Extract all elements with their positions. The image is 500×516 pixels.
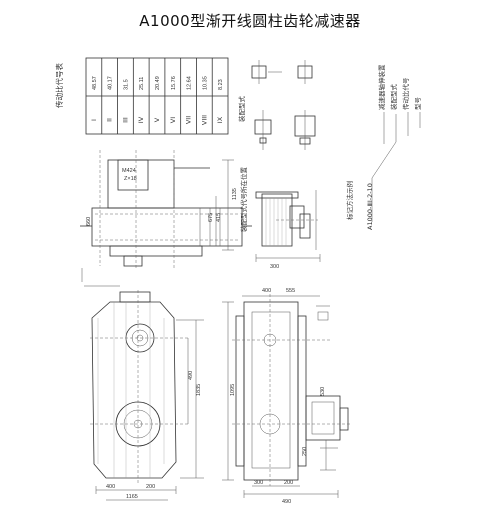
- dim-200b: 200: [284, 480, 293, 486]
- dim-530: 530: [320, 387, 326, 396]
- marking-example: [371, 112, 421, 222]
- ratio-code: IV: [137, 116, 145, 123]
- marking-note-2: 装配型式: [389, 84, 398, 111]
- marking-example-text: A1000-ⅢⅠ-2-10: [366, 183, 374, 230]
- mount-location-view: [255, 190, 321, 262]
- ratio-value: 15.76: [171, 76, 177, 90]
- dim-300: 300: [270, 264, 279, 270]
- plan-view: [222, 294, 350, 498]
- ratio-value: 10.35: [202, 76, 208, 90]
- dim-250: 250: [302, 447, 308, 456]
- ratio-value: 25.11: [139, 77, 145, 90]
- dim-400: 400: [106, 484, 115, 490]
- ratio-value: 40.17: [108, 76, 114, 90]
- svg-text:M424: M424: [122, 168, 136, 174]
- dim-300b: 300: [254, 480, 263, 486]
- ratio-value: 48.57: [92, 76, 98, 90]
- marking-note-3: 传动比代号: [401, 77, 410, 110]
- ratio-code: VII: [185, 116, 193, 124]
- ratio-code: IX: [216, 116, 224, 123]
- ratio-value: 20.49: [155, 76, 161, 90]
- marking-label: 标记方法示例: [345, 181, 354, 220]
- dim-1095: 1095: [230, 384, 236, 396]
- dim-415: 415: [216, 213, 222, 222]
- dim-490b: 490: [282, 499, 291, 505]
- marking-note-1: 减速器轴伸装置: [377, 64, 386, 110]
- dim-1165: 1165: [126, 494, 138, 500]
- end-view: [90, 290, 204, 501]
- dim-400e: 400: [262, 288, 271, 294]
- ratio-code: VIII: [200, 115, 208, 125]
- ratio-code: II: [106, 118, 114, 122]
- side-elevation-view: M424 Z×18: [80, 150, 252, 287]
- dim-675: 675: [208, 213, 214, 222]
- ratio-value: 31.5: [123, 79, 129, 90]
- page-title: A1000型渐开线圆柱齿轮减速器: [139, 12, 361, 30]
- ratio-value: 12.64: [187, 76, 193, 90]
- dim-490: 490: [188, 371, 194, 380]
- svg-text:Z×18: Z×18: [124, 176, 137, 182]
- ratio-code: III: [121, 117, 129, 123]
- assembly-sketches: [251, 60, 316, 150]
- ratio-value: 8.23: [218, 79, 224, 90]
- dim-200: 200: [146, 484, 155, 490]
- dim-555: 555: [286, 288, 295, 294]
- ratio-code: VI: [169, 117, 177, 123]
- marking-note-4: 型号: [413, 97, 422, 111]
- dim-1835: 1835: [196, 384, 202, 396]
- ratio-code: I: [90, 119, 98, 121]
- assembly-label: 装配型式: [237, 96, 246, 123]
- mount-label: 装配型式代号所在位置: [239, 167, 248, 233]
- ratio-table-caption: 传动比代号表: [54, 63, 64, 108]
- dim-660: 660: [86, 217, 92, 226]
- dim-1135: 1135: [232, 188, 238, 200]
- ratio-code: V: [153, 117, 161, 122]
